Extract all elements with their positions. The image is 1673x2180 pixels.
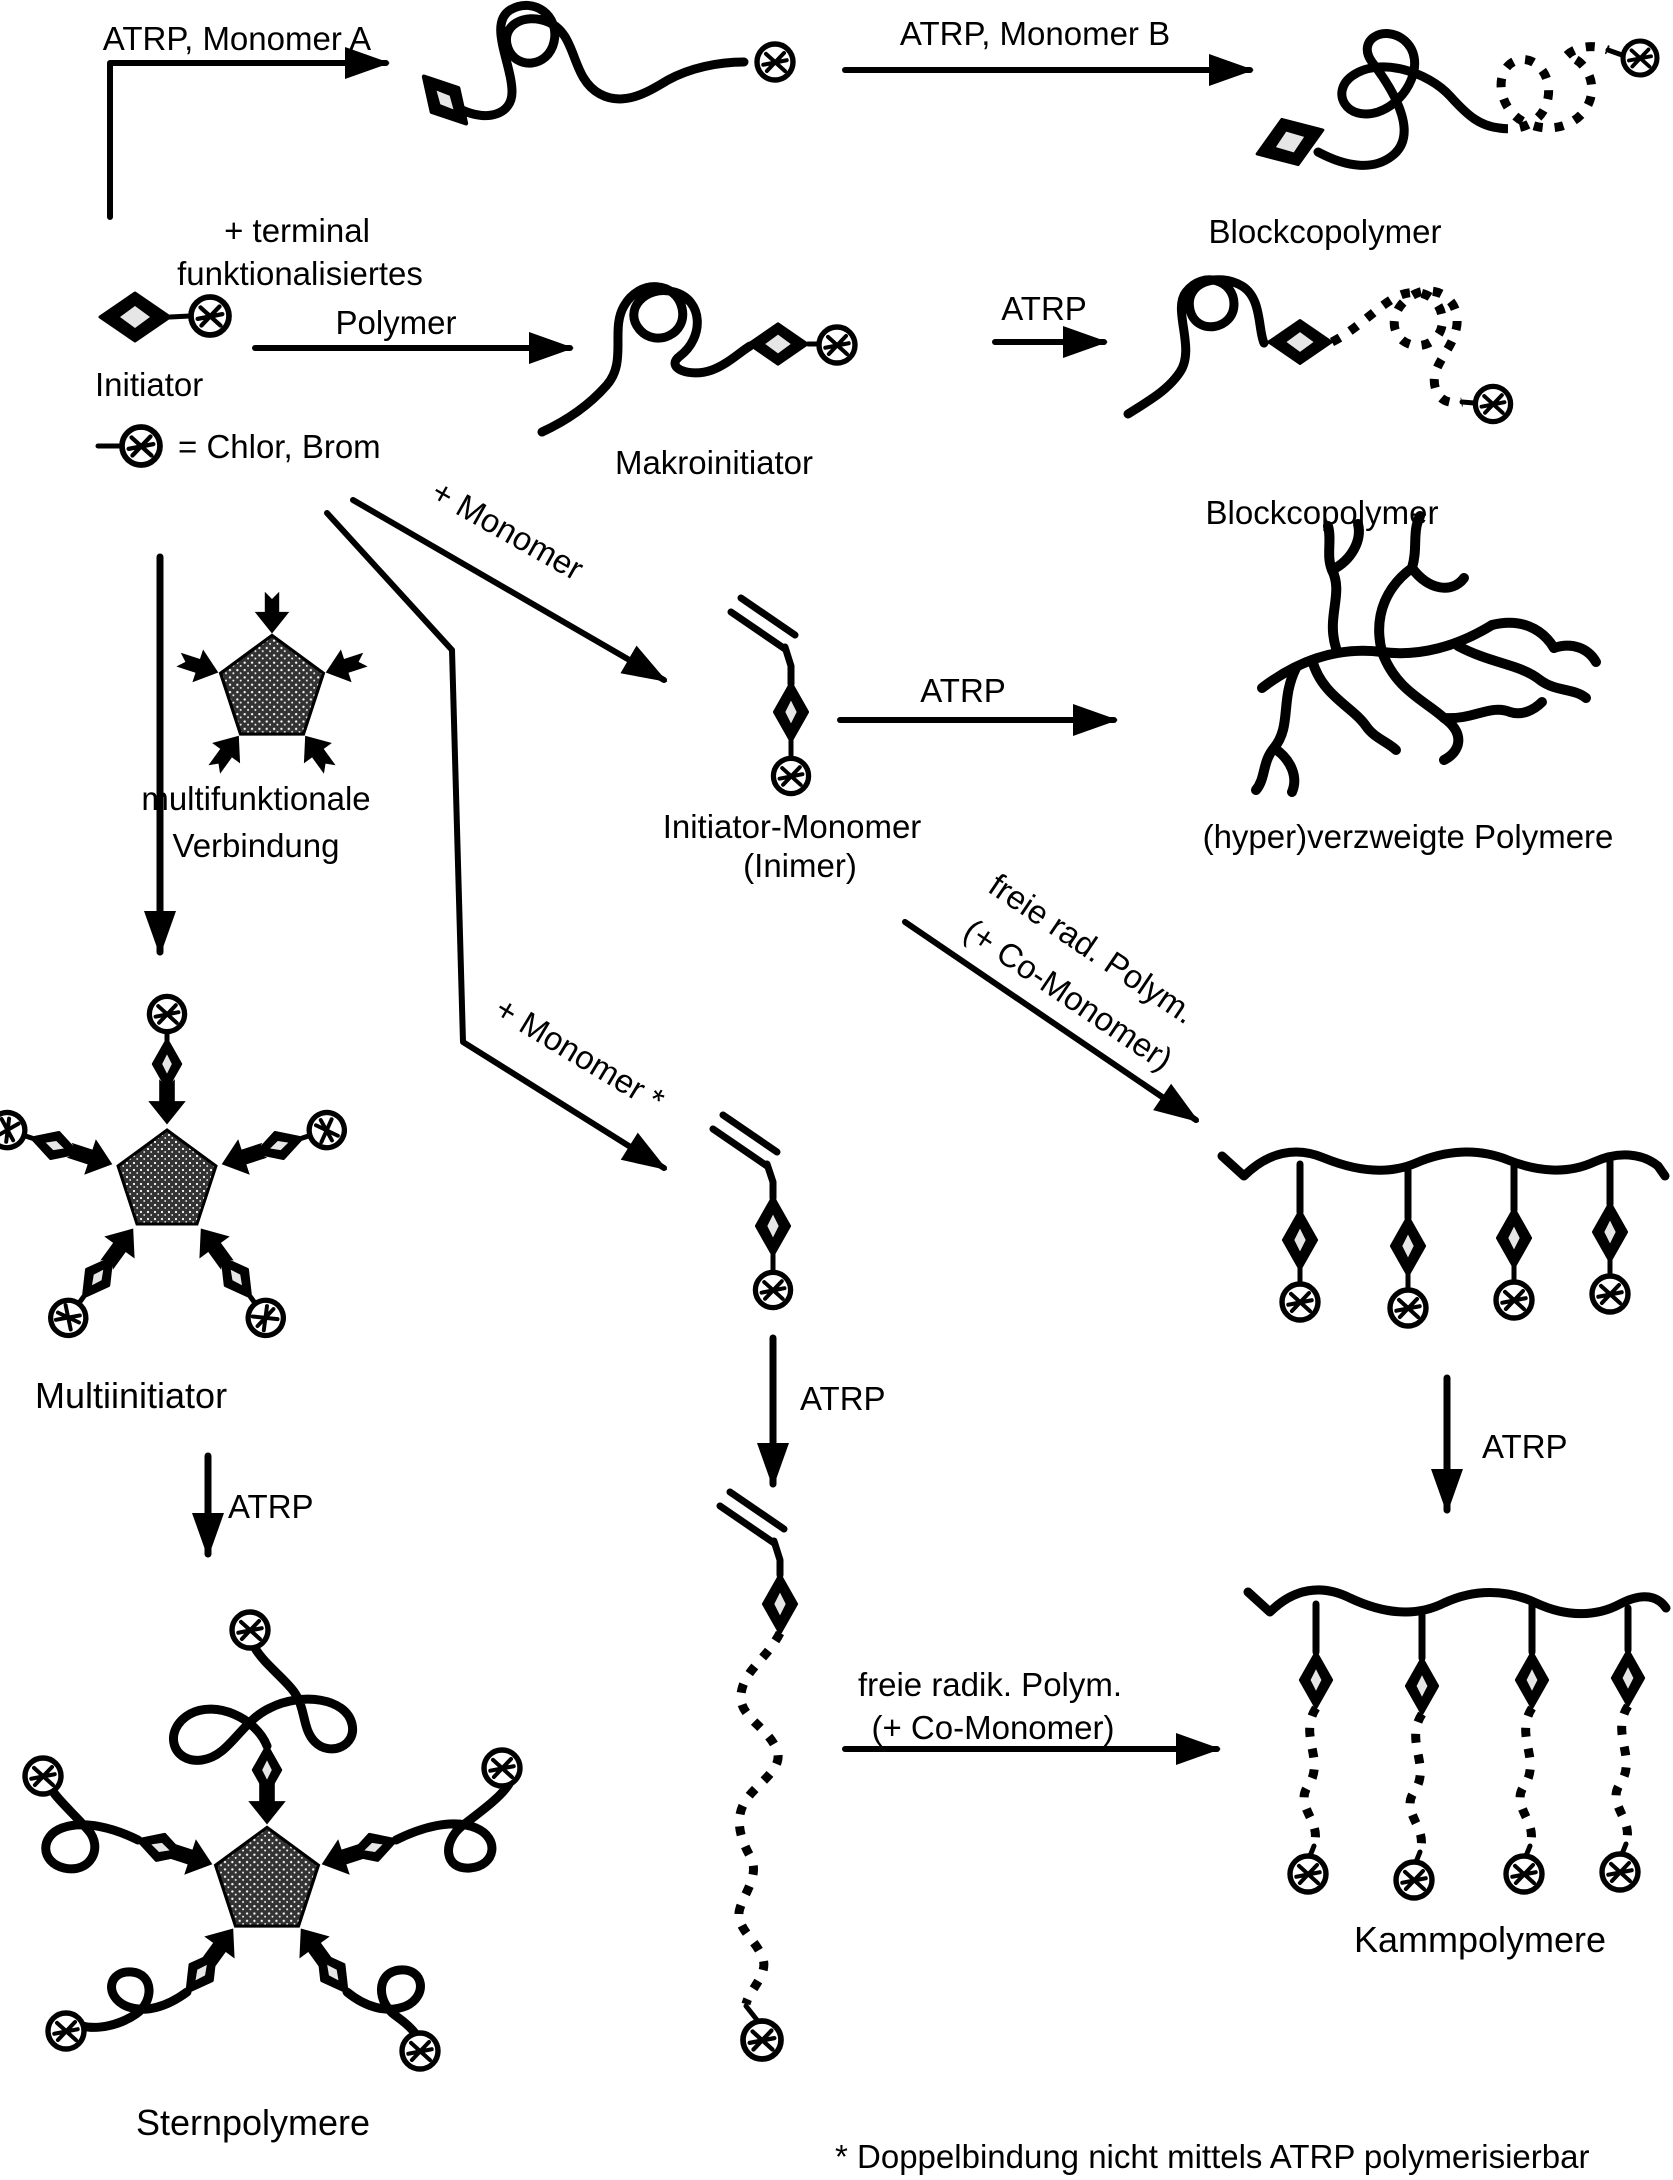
halogen-x-icon [743, 2021, 781, 2059]
label-terminal-1: + terminal [224, 212, 370, 249]
label-blockcopolymer-mid: Blockcopolymer [1206, 494, 1439, 531]
halogen-x-icon [305, 1108, 349, 1152]
blockcopolymer-top-structure [1247, 29, 1657, 179]
halogen-x-icon [1602, 1854, 1638, 1890]
halogen-x-icon [757, 44, 793, 80]
halogen-x-icon [1592, 1276, 1628, 1312]
halogen-legend: = Chlor, Brom [95, 427, 381, 465]
label-terminal-3: Polymer [335, 304, 456, 341]
halogen-x-icon [25, 1758, 61, 1794]
label-inimer-1: Initiator-Monomer [663, 808, 922, 845]
halogen-x-icon [241, 1293, 290, 1342]
halogen-x-icon [48, 2013, 84, 2049]
label-atrp-kamm: ATRP [1482, 1428, 1568, 1465]
halogen-x-icon [122, 427, 160, 465]
multiinitiator-structure [0, 996, 349, 1343]
label-plus-monomer-star: + Monomer * [489, 989, 671, 1119]
halogen-x-icon [44, 1293, 93, 1342]
halogen-x-icon [1623, 41, 1657, 75]
label-multifunctional-1: multifunktionale [141, 780, 370, 817]
label-hyperbranched: (hyper)verzweigte Polymere [1203, 818, 1614, 855]
label-makroinitiator: Makroinitiator [615, 444, 813, 481]
kammpolymere-structure [1243, 1585, 1671, 1898]
initiator-fragment-icon [411, 65, 480, 136]
label-inimer-2: (Inimer) [743, 847, 857, 884]
halogen-x-icon [402, 2033, 438, 2069]
halogen-x-icon [191, 297, 229, 335]
label-atrp-star: ATRP [228, 1488, 314, 1525]
label-multifunctional-2: Verbindung [173, 827, 340, 864]
polymer-a-coil [411, 0, 793, 136]
blockcopolymer-mid-structure [1123, 275, 1511, 422]
halogen-x-icon [1396, 1862, 1432, 1898]
label-atrp-monomer-a: ATRP, Monomer A [103, 20, 371, 57]
macromonomer-structure [716, 1488, 799, 2059]
multifunctional-compound-symbol [173, 591, 371, 780]
label-atrp-monomer-b: ATRP, Monomer B [900, 15, 1170, 52]
halogen-x-icon [1496, 1282, 1532, 1318]
footnote: * Doppelbindung nicht mittels ATRP polym… [835, 2138, 1589, 2175]
halogen-x-icon [1282, 1284, 1318, 1320]
label-freie-radik-1: freie radik. Polym. [858, 1666, 1122, 1703]
label-kammpolymere: Kammpolymere [1354, 1919, 1606, 1960]
makroinitiator-structure [537, 282, 855, 437]
label-atrp-block: ATRP [1001, 290, 1087, 327]
polyinimer-backbone-structure [1217, 1147, 1670, 1326]
halogen-x-icon [755, 1272, 790, 1307]
halogen-x-icon [0, 1108, 29, 1152]
label-sternpolymere: Sternpolymere [136, 2102, 370, 2143]
halogen-x-icon [1290, 1856, 1326, 1892]
initiator-fragment-icon [1247, 105, 1333, 179]
hyperbranched-polymer-structure [1251, 511, 1601, 797]
initiator-fragment-icon [1267, 319, 1333, 365]
halogen-x-icon [1475, 386, 1510, 421]
halogen-x-icon [773, 758, 808, 793]
inimer-structure [727, 594, 810, 794]
label-terminal-2: funktionalisiertes [177, 255, 423, 292]
initiator-fragment-icon [746, 322, 810, 366]
halogen-x-icon [484, 1750, 520, 1786]
label-freie-radik-2: (+ Co-Monomer) [872, 1709, 1115, 1746]
initiator-symbol [98, 291, 229, 343]
label-atrp-hyper: ATRP [920, 672, 1006, 709]
sternpolymere-structure [25, 1612, 520, 2069]
label-initiator: Initiator [95, 366, 203, 403]
label-atrp-macro: ATRP [800, 1380, 886, 1417]
arrow-atrp-monomer-a [107, 47, 390, 220]
halogen-x-icon [1390, 1290, 1426, 1326]
halogen-x-icon [819, 327, 855, 363]
label-halogen-legend: = Chlor, Brom [178, 428, 381, 465]
label-multiinitiator: Multiinitiator [35, 1375, 227, 1416]
arrow-plus-monomer-star [324, 510, 668, 1171]
arrow-freie-rad [902, 919, 1200, 1123]
halogen-x-icon [232, 1612, 268, 1648]
label-plus-monomer: + Monomer [426, 473, 590, 588]
halogen-x-icon [1506, 1856, 1542, 1892]
arrow-plus-monomer [350, 497, 668, 683]
inimer-2-structure [709, 1111, 792, 1308]
initiator-fragment-icon [761, 1573, 799, 1635]
initiator-fragment-icon [754, 1195, 792, 1257]
initiator-fragment-icon [772, 681, 810, 743]
label-blockcopolymer-top: Blockcopolymer [1209, 213, 1442, 250]
halogen-x-icon [149, 996, 184, 1031]
